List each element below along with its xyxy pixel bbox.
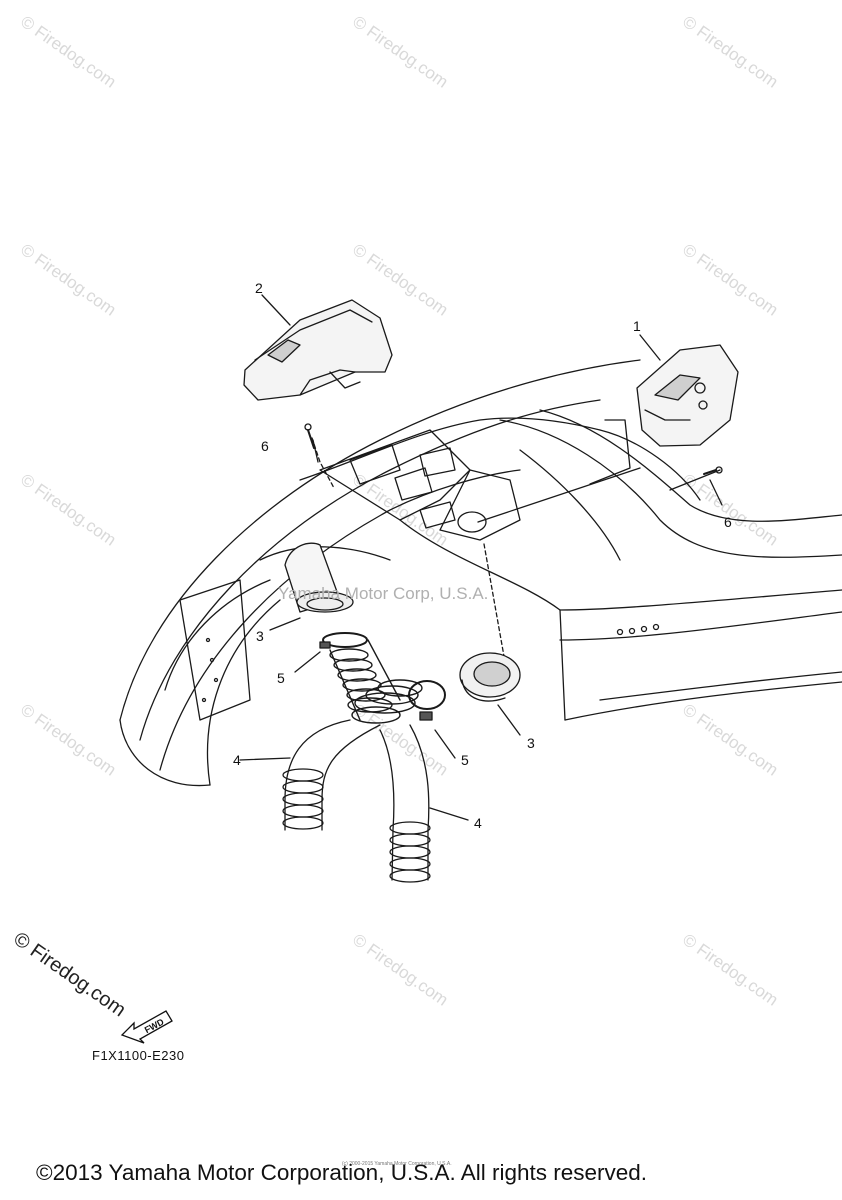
- callout-3-left: 3: [256, 628, 264, 644]
- callout-1: 1: [633, 318, 641, 334]
- duct-part-3-left: [284, 542, 354, 613]
- hull-outline: [119, 359, 842, 787]
- center-watermark: Yamaha Motor Corp, U.S.A.: [278, 584, 489, 603]
- copyright-notice: ©2013 Yamaha Motor Corporation, U.S.A. A…: [36, 1160, 648, 1185]
- callout-2: 2: [255, 280, 263, 296]
- callout-4-left: 4: [233, 752, 241, 768]
- diagram-code: F1X1100-E230: [92, 1048, 185, 1063]
- cover-part-2: [243, 299, 393, 401]
- fwd-arrow-icon: FWD: [120, 1010, 173, 1044]
- duct-part-3-right: [459, 652, 521, 702]
- callout-5-left: 5: [277, 670, 285, 686]
- hose-part-4-right: [379, 724, 431, 883]
- callout-6-right: 6: [724, 514, 732, 530]
- callout-3-right: 3: [527, 735, 535, 751]
- clamp-part-5: [319, 632, 446, 721]
- callout-4-right: 4: [474, 815, 482, 831]
- callout-6-left: 6: [261, 438, 269, 454]
- cover-part-1: [636, 344, 739, 447]
- fine-print: (c) 2000-2015 Yamaha Motor Corporation, …: [342, 1161, 452, 1167]
- bellows-hose: [329, 639, 423, 724]
- hose-part-4-left: [282, 719, 381, 831]
- callout-5-right: 5: [461, 752, 469, 768]
- fastener-part-6: [304, 423, 723, 475]
